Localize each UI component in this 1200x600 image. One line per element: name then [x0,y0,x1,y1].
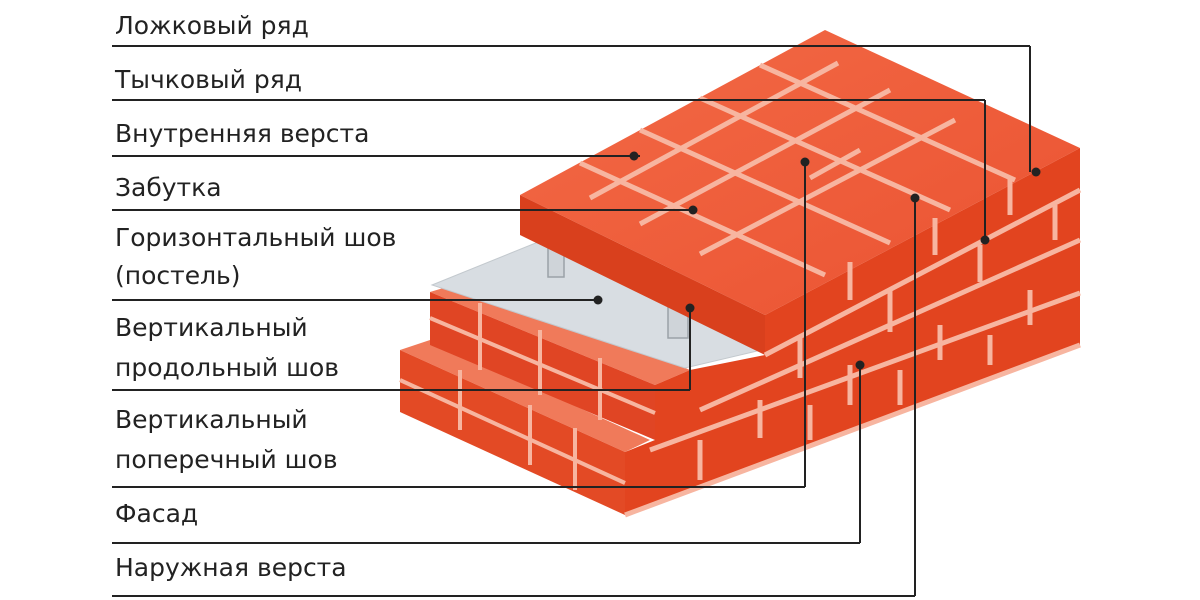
dot-stretcher [1031,167,1041,177]
upper-layer-top [520,30,1080,315]
label-rules [112,45,1030,597]
dot-outer-wythe [910,193,920,203]
dot-transverse [800,157,810,167]
dot-header [980,235,990,245]
label-outer-wythe: Наружная верста [115,553,347,582]
label-facade: Фасад [115,499,198,528]
dot-inner-wythe [629,151,639,161]
labels: Ложковый ряд Тычковый ряд Внутренняя вер… [114,11,396,582]
leader-dots [593,151,1041,370]
label-inner-wythe: Внутренняя верста [115,119,369,148]
facade-face [625,148,1080,515]
brick-wall [400,30,1080,515]
label-bed-joint-line1: Горизонтальный шов [115,223,396,252]
dot-facade [855,360,865,370]
label-longitudinal-joint-line1: Вертикальный [115,313,308,342]
label-rubble-fill: Забутка [115,173,222,202]
label-stretcher-course: Ложковый ряд [115,11,309,40]
dot-bed-joint [593,295,603,305]
dot-longitudinal [685,303,695,313]
label-bed-joint-line2: (постель) [115,261,241,290]
top-mortar-lines [578,60,1017,278]
leader-lines [689,46,1031,596]
upper-layer-left-face [520,195,765,355]
label-transverse-joint-line2: поперечный шов [115,445,338,474]
label-header-course: Тычковый ряд [114,65,302,94]
label-longitudinal-joint-line2: продольный шов [115,353,339,382]
dot-rubble [688,205,698,215]
label-transverse-joint-line1: Вертикальный [115,405,308,434]
mid-layer-top [430,280,690,385]
lower-layer-top [400,340,650,452]
